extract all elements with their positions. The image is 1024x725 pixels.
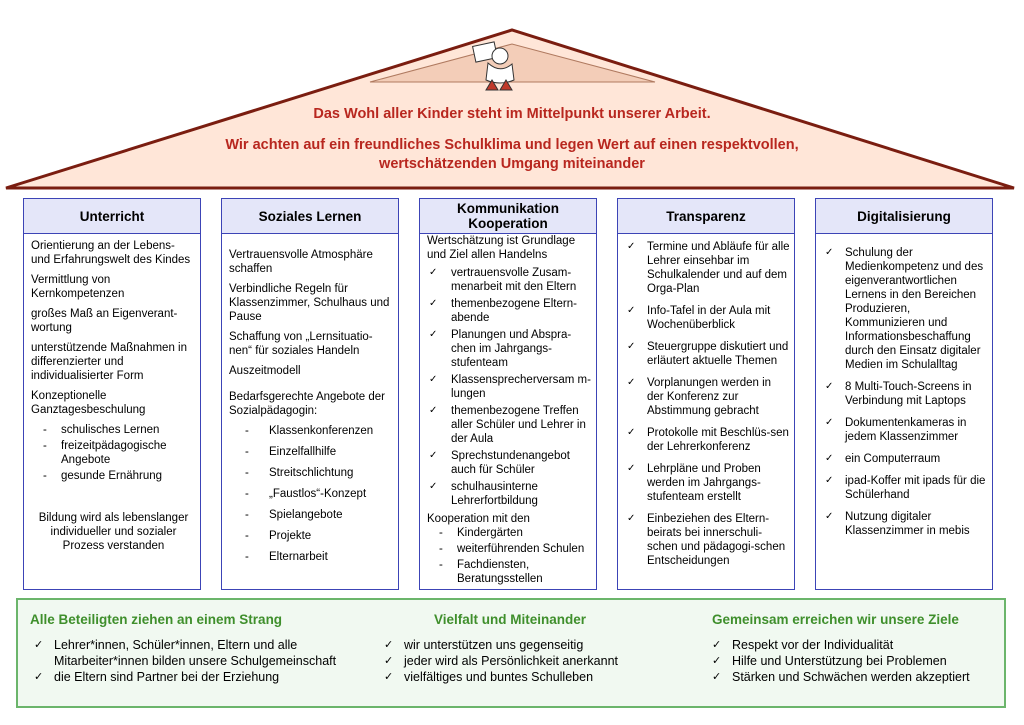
kommunikation-intro: Wertschätzung ist Grundlage und Ziel all… [427,235,576,261]
pillar-body-transparenz: Termine und Abläufe für alle Lehrer eins… [617,234,795,590]
unterricht-sublist: schulisches Lernen freizeitpädagogische … [31,423,196,483]
kooperation-intro: Kooperation mit den [427,513,530,525]
digitalisierung-check-item: Schulung der Medienkompetenz und des eig… [823,246,988,372]
pillar-title-transparenz: Transparenz [617,198,795,234]
kommunikation-check-item: Klassensprecherversam m-lungen [427,373,592,401]
soziales-subitem: Elternarbeit [229,550,394,564]
soziales-item: Bedarfsgerechte Angebote der Sozialpädag… [229,391,386,417]
kommunikation-check-item: Planungen und Abspra-chen im Jahrgangs-s… [427,328,592,370]
digitalisierung-check-item: 8 Multi-Touch-Screens in Verbindung mit … [823,380,988,408]
pillar-body-soziales-lernen: Vertrauensvolle Atmosphäre schaffen Verb… [221,234,399,590]
pillar-body-digitalisierung: Schulung der Medienkompetenz und des eig… [815,234,993,590]
pillar-title-kommunikation-line1: Kommunikation [456,201,559,216]
unterricht-item: unterstützende Maßnahmen in differenzier… [31,342,187,382]
unterricht-subitem: freizeitpädagogische Angebote [31,439,196,467]
pillar-title-soziales-lernen: Soziales Lernen [221,198,399,234]
soziales-item: Auszeitmodell [229,365,301,377]
foundation-list-vielfalt: wir unterstützen uns gegenseitig jeder w… [380,637,680,685]
kooperation-subitem: weiterführenden Schulen [427,542,592,556]
unterricht-item: Vermittlung von Kernkompetenzen [31,274,125,300]
soziales-subitem: Spielangebote [229,508,394,522]
unterricht-item: Orientierung an der Lebens- und Erfahrun… [31,240,191,266]
unterricht-item: Konzeptionelle Ganztagesbeschulung [31,390,146,416]
pillar-title-kommunikation-line2: Kooperation [468,216,548,231]
foundation-item: jeder wird als Persönlichkeit anerkannt [380,653,680,669]
unterricht-subitem: gesunde Ernährung [31,469,196,483]
foundation: Alle Beteiligten ziehen an einem Strang … [16,598,1006,708]
roof-subline: Wir achten auf ein freundliches Schulkli… [225,137,799,172]
roof-inner-gable [369,43,656,83]
foundation-title-ziele: Gemeinsam erreichen wir unsere Ziele [712,612,959,627]
foundation-col-vielfalt: Vielfalt und Miteinander wir unterstütze… [380,612,680,685]
kommunikation-checklist: vertrauensvolle Zusam-menarbeit mit den … [427,266,592,508]
transparenz-check-item: Steuergruppe diskutiert und erläutert ak… [625,340,790,368]
boy-reading-icon [471,41,515,91]
soziales-item: Schaffung von „Lernsituatio-nen“ für soz… [229,331,373,357]
soziales-subitem: „Faustlos“-Konzept [229,487,394,501]
foundation-item: Respekt vor der Individualität [708,637,1000,653]
foundation-col-ziele: Gemeinsam erreichen wir unsere Ziele Res… [708,612,1000,685]
transparenz-check-item: Protokolle mit Beschlüs-sen der Lehrerko… [625,426,790,454]
foundation-list-ziele: Respekt vor der Individualität Hilfe und… [708,637,1000,685]
pillar-title-kommunikation: Kommunikation Kooperation [419,198,597,234]
roof [5,28,1015,190]
pillar-title-unterricht: Unterricht [23,198,201,234]
pillar-title-digitalisierung: Digitalisierung [815,198,993,234]
pillar-unterricht: Unterricht Orientierung an der Lebens- u… [23,198,201,590]
foundation-item: Stärken und Schwächen werden akzeptiert [708,669,1000,685]
foundation-col-strang: Alle Beteiligten ziehen an einem Strang … [30,612,380,685]
pillar-body-kommunikation: Wertschätzung ist Grundlage und Ziel all… [419,234,597,590]
transparenz-checklist: Termine und Abläufe für alle Lehrer eins… [625,240,790,568]
foundation-item: vielfältiges und buntes Schulleben [380,669,680,685]
transparenz-check-item: Vorplanungen werden in der Konferenz zur… [625,376,790,418]
transparenz-check-item: Einbeziehen des Eltern-beirats bei inner… [625,512,790,568]
kommunikation-check-item: Sprechstundenangebot auch für Schüler [427,449,592,477]
digitalisierung-checklist: Schulung der Medienkompetenz und des eig… [823,246,988,538]
foundation-item: die Eltern sind Partner bei der Erziehun… [30,669,380,685]
kommunikation-check-item: themenbezogene Eltern-abende [427,297,592,325]
roof-shape [5,28,1015,190]
soziales-item: Verbindliche Regeln für Klassenzimmer, S… [229,283,390,323]
pillar-kommunikation: Kommunikation Kooperation Wertschätzung … [419,198,597,590]
digitalisierung-check-item: ipad-Koffer mit ipads für die Schülerhan… [823,474,988,502]
unterricht-footer: Bildung wird als lebenslanger individuel… [38,512,189,552]
pillar-transparenz: Transparenz Termine und Abläufe für alle… [617,198,795,590]
kooperation-subitem: Kindergärten [427,526,592,540]
kooperation-subitem: Fachdiensten, Beratungsstellen [427,558,592,586]
soziales-subitem: Klassenkonferenzen [229,424,394,438]
pillar-digitalisierung: Digitalisierung Schulung der Medienkompe… [815,198,993,590]
roof-headline: Das Wohl aller Kinder steht im Mittelpun… [313,106,711,122]
foundation-list-strang: Lehrer*innen, Schüler*innen, Eltern und … [30,637,380,685]
foundation-title-strang: Alle Beteiligten ziehen an einem Strang [30,612,283,627]
kommunikation-check-item: vertrauensvolle Zusam-menarbeit mit den … [427,266,592,294]
pillar-body-unterricht: Orientierung an der Lebens- und Erfahrun… [23,234,201,590]
unterricht-item: großes Maß an Eigenverant-wortung [31,308,178,334]
soziales-item: Vertrauensvolle Atmosphäre schaffen [229,249,373,275]
soziales-subitem: Einzelfallhilfe [229,445,394,459]
digitalisierung-check-item: Dokumentenkameras in jedem Klassenzimmer [823,416,988,444]
transparenz-check-item: Lehrpläne und Proben werden im Jahrgangs… [625,462,790,504]
foundation-title-vielfalt: Vielfalt und Miteinander [434,612,587,627]
kommunikation-check-item: schulhausinterne Lehrerfortbildung [427,480,592,508]
digitalisierung-check-item: Nutzung digitaler Klassenzimmer in mebis [823,510,988,538]
soziales-sublist: Klassenkonferenzen Einzelfallhilfe Strei… [229,424,394,564]
transparenz-check-item: Info-Tafel in der Aula mit Wochenüberbli… [625,304,790,332]
foundation-item: Lehrer*innen, Schüler*innen, Eltern und … [30,637,380,669]
unterricht-subitem: schulisches Lernen [31,423,196,437]
foundation-item: Hilfe und Unterstützung bei Problemen [708,653,1000,669]
soziales-subitem: Streitschlichtung [229,466,394,480]
kooperation-sublist: Kindergärten weiterführenden Schulen Fac… [427,526,592,586]
transparenz-check-item: Termine und Abläufe für alle Lehrer eins… [625,240,790,296]
digitalisierung-check-item: ein Computerraum [823,452,988,466]
pillar-soziales-lernen: Soziales Lernen Vertrauensvolle Atmosphä… [221,198,399,590]
foundation-item: wir unterstützen uns gegenseitig [380,637,680,653]
kommunikation-check-item: themenbezogene Treffen aller Schüler und… [427,404,592,446]
soziales-subitem: Projekte [229,529,394,543]
